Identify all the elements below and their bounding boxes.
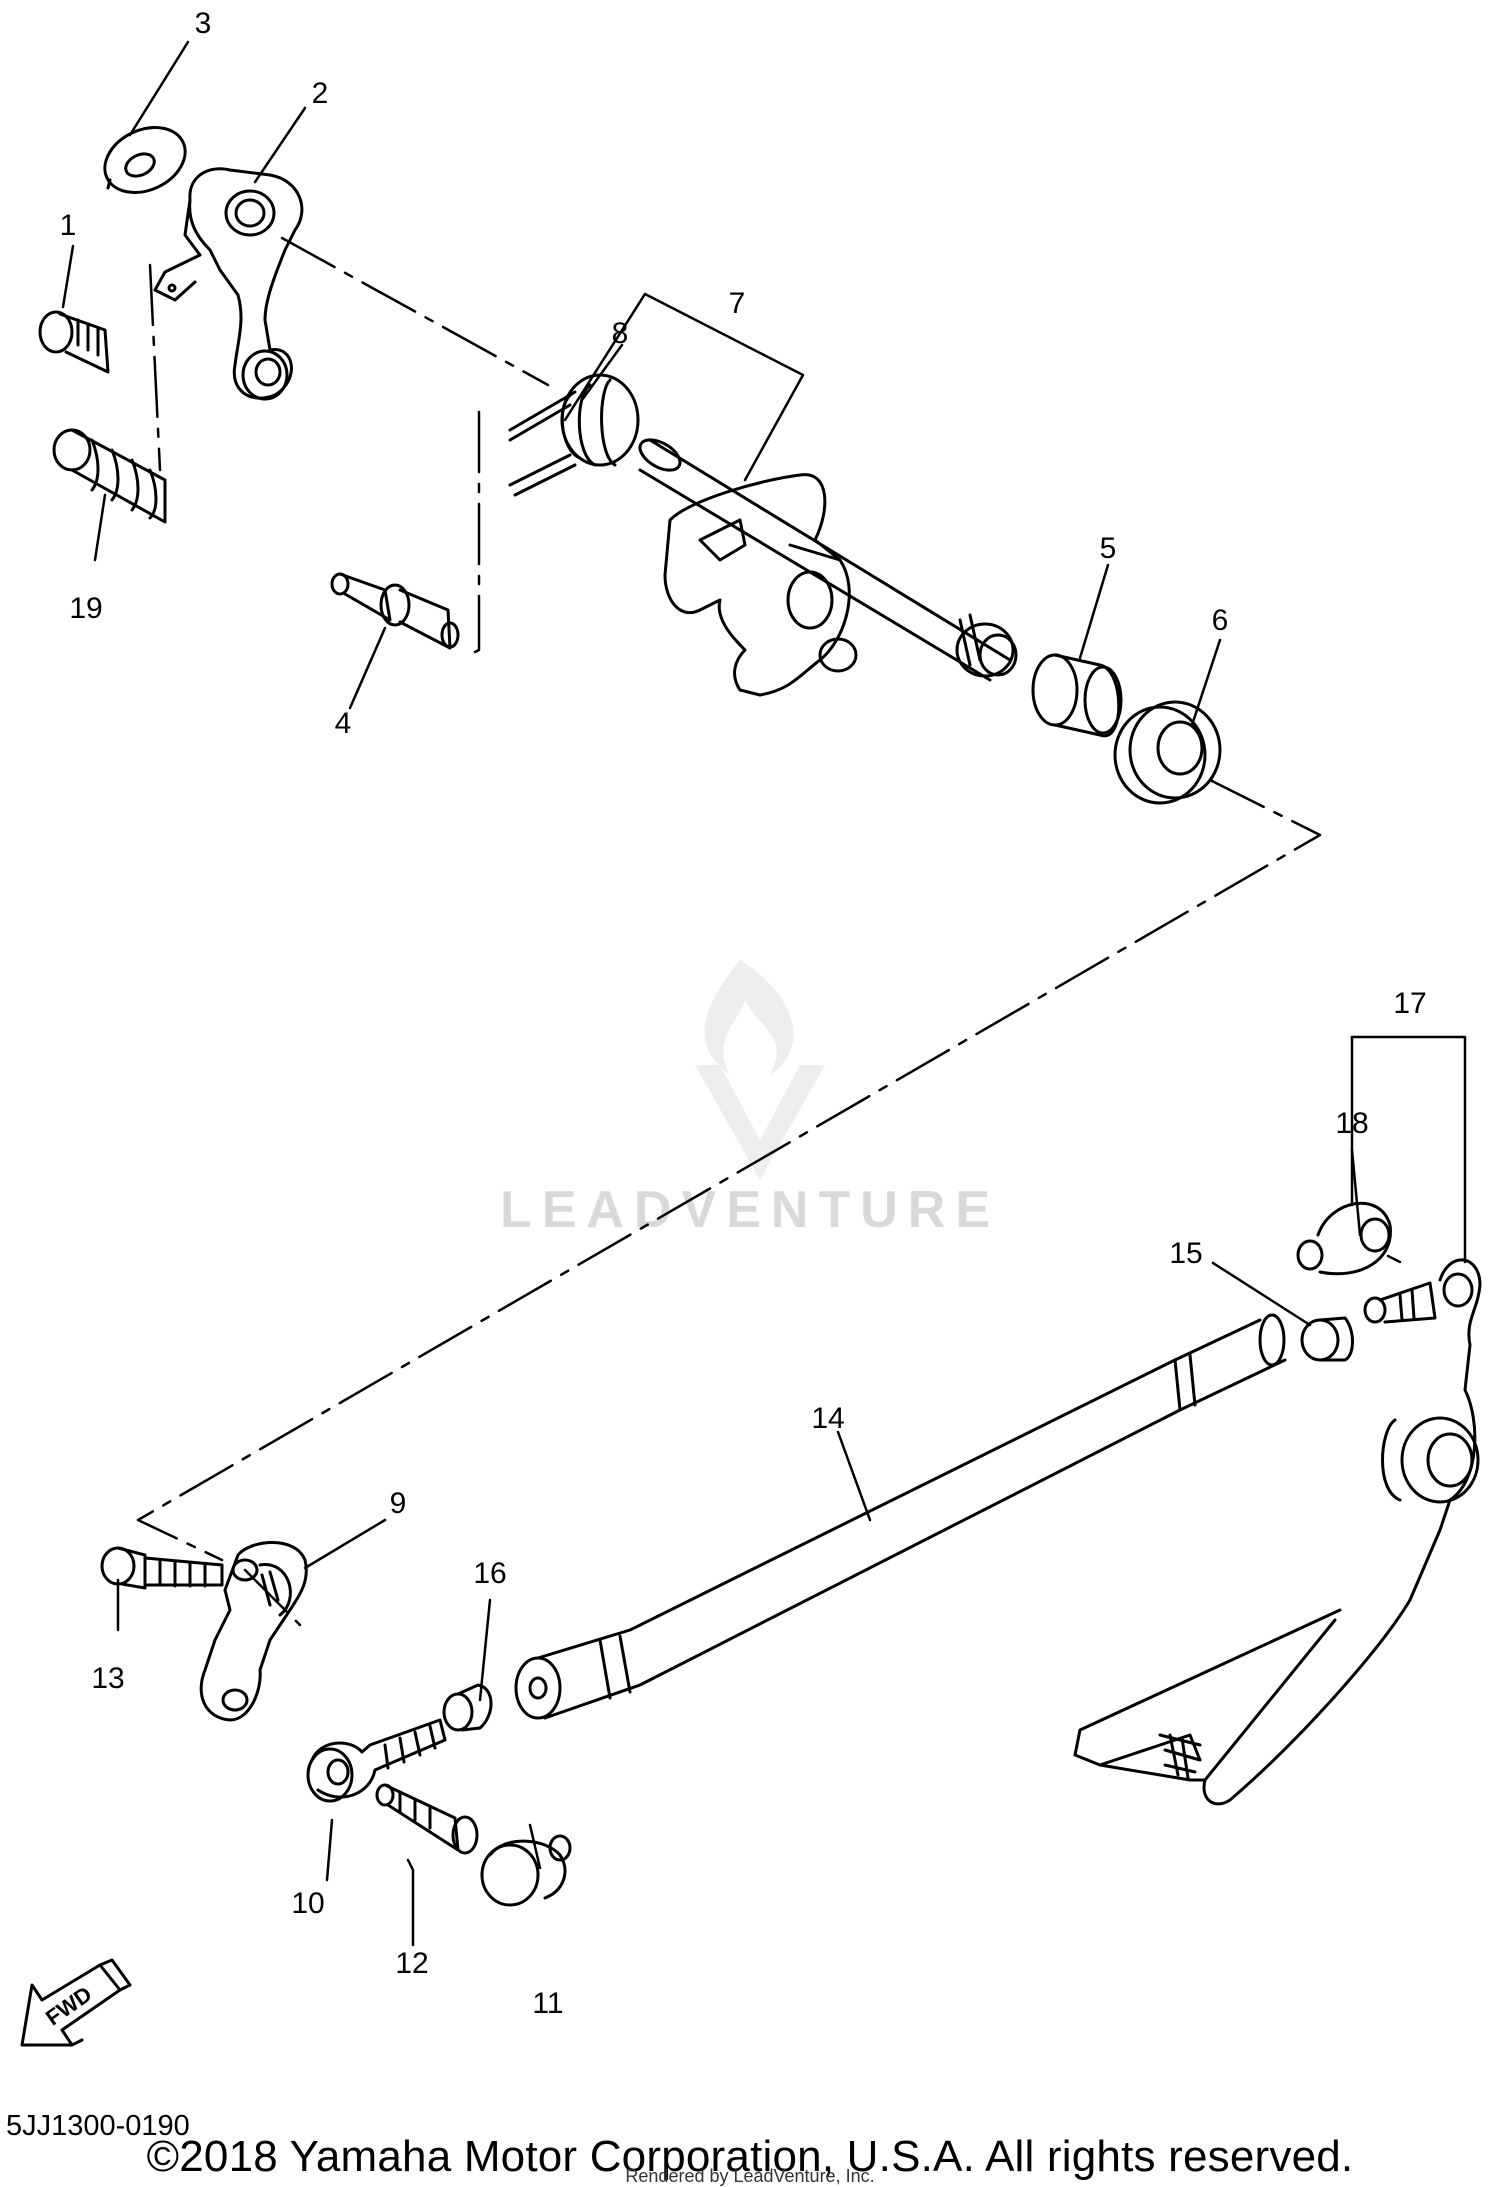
- callout-1: 1: [60, 209, 77, 242]
- group-brackets: [563, 292, 1467, 1264]
- callout-17: 17: [1393, 987, 1426, 1020]
- rod-end-part-10: [306, 1718, 447, 1803]
- shift-arm-part-2: [153, 167, 304, 401]
- fwd-label: FWD: [41, 1981, 96, 2030]
- callout-3: 3: [195, 7, 212, 40]
- callout-18: 18: [1335, 1107, 1368, 1140]
- callout-10: 10: [291, 1887, 324, 1920]
- joint-part-18: [1296, 1201, 1392, 1276]
- fwd-arrow-icon: [20, 1958, 132, 2047]
- callout-4: 4: [335, 707, 352, 740]
- torsion-spring-part-8: [508, 373, 640, 497]
- pin-part-1: [38, 310, 110, 374]
- callout-14: 14: [811, 1402, 844, 1435]
- washer-part-3: [103, 126, 187, 194]
- bolt-part-13: [100, 1546, 224, 1590]
- callout-15: 15: [1169, 1237, 1202, 1270]
- stud-bolt-part-4: [330, 572, 460, 650]
- copyright-notice: ©2018 Yamaha Motor Corporation, U.S.A. A…: [146, 2132, 1354, 2181]
- watermark-text: LEADVENTURE: [499, 1181, 1001, 1239]
- bolt-part-12: [375, 1783, 479, 1855]
- diagram-code: 5JJ1300-0190: [6, 2110, 190, 2142]
- callout-2: 2: [312, 77, 329, 110]
- render-credit: Rendered by LeadVenture, Inc.: [625, 2166, 875, 2186]
- callout-5: 5: [1100, 532, 1117, 565]
- guide-lines: [136, 236, 1402, 1627]
- leader-lines: [61, 40, 1362, 1947]
- spring-part-19: [52, 428, 167, 524]
- callout-16: 16: [473, 1557, 506, 1590]
- callout-7: 7: [729, 287, 746, 320]
- cap-part-11: [480, 1834, 572, 1907]
- callout-numbers: 1 2 3 4 5 6 7 8 9 10 11 12 13 14 15 16 1…: [60, 7, 1427, 2020]
- lever-part-9: [199, 1541, 308, 1722]
- nut-part-16: [442, 1683, 493, 1732]
- shift-pedal-part-17: [1073, 1258, 1482, 1806]
- callout-9: 9: [390, 1487, 407, 1520]
- callout-13: 13: [91, 1662, 124, 1695]
- oil-seal-part-6: [1113, 700, 1222, 805]
- nut-part-15: [1300, 1316, 1354, 1362]
- shift-rod-part-14: [514, 1313, 1287, 1720]
- callout-11: 11: [532, 1987, 563, 2020]
- collar-part-5: [1031, 653, 1123, 738]
- callout-6: 6: [1212, 604, 1229, 637]
- callout-19: 19: [69, 592, 102, 625]
- shift-shaft-part-7: [638, 438, 1018, 697]
- callout-12: 12: [395, 1947, 428, 1980]
- callout-8: 8: [612, 317, 629, 350]
